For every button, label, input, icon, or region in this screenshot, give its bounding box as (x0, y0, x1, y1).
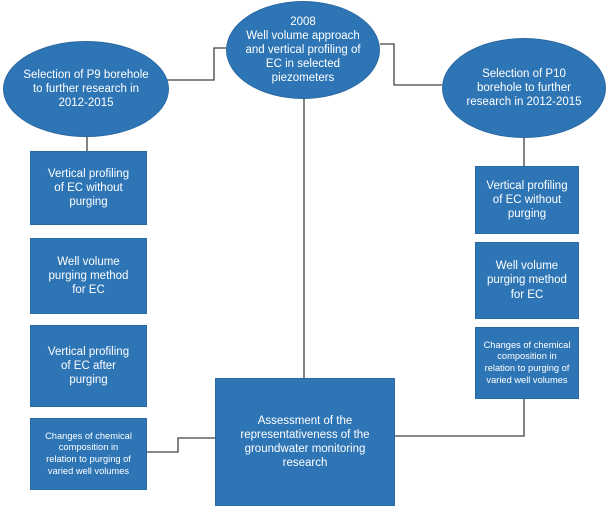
right-box2-label: Well volume purging method for EC (487, 260, 567, 301)
right-box-well-volume-purging: Well volume purging method for EC (475, 242, 579, 319)
left-box4-label: Changes of chemical composition in relat… (45, 430, 132, 476)
center-box-label: Assessment of the representativeness of … (240, 414, 370, 470)
center-box-assessment: Assessment of the representativeness of … (215, 378, 395, 506)
right-ellipse: Selection of P10 borehole to further res… (442, 38, 606, 138)
left-box2-label: Well volume purging method for EC (48, 255, 129, 296)
left-box-chemical-composition-changes: Changes of chemical composition in relat… (30, 418, 147, 490)
left-ellipse-label: Selection of P9 borehole to further rese… (23, 68, 149, 109)
left-box3-label: Vertical profiling of EC after purging (47, 345, 130, 386)
left-box-vertical-profiling-without-purging: Vertical profiling of EC without purging (30, 151, 147, 225)
left-box1-label: Vertical profiling of EC without purging (47, 167, 130, 208)
right-box1-label: Vertical profiling of EC without purging (486, 179, 568, 220)
right-box-vertical-profiling-without-purging: Vertical profiling of EC without purging (475, 166, 579, 234)
right-box3-label: Changes of chemical composition in relat… (483, 339, 571, 385)
left-box-well-volume-purging: Well volume purging method for EC (30, 238, 147, 314)
connector-right-box3-to-center (395, 399, 525, 437)
top-ellipse: 2008 Well volume approach and vertical p… (226, 1, 380, 99)
left-box-vertical-profiling-after-purging: Vertical profiling of EC after purging (30, 325, 147, 407)
connector-left-box4-to-center (147, 437, 215, 453)
connector-top-to-left (166, 47, 226, 81)
top-ellipse-label: 2008 Well volume approach and vertical p… (245, 15, 361, 85)
left-ellipse: Selection of P9 borehole to further rese… (3, 41, 169, 137)
connector-top-to-right (380, 43, 442, 86)
right-ellipse-label: Selection of P10 borehole to further res… (466, 67, 582, 108)
right-box-chemical-composition-changes: Changes of chemical composition in relat… (475, 327, 579, 399)
